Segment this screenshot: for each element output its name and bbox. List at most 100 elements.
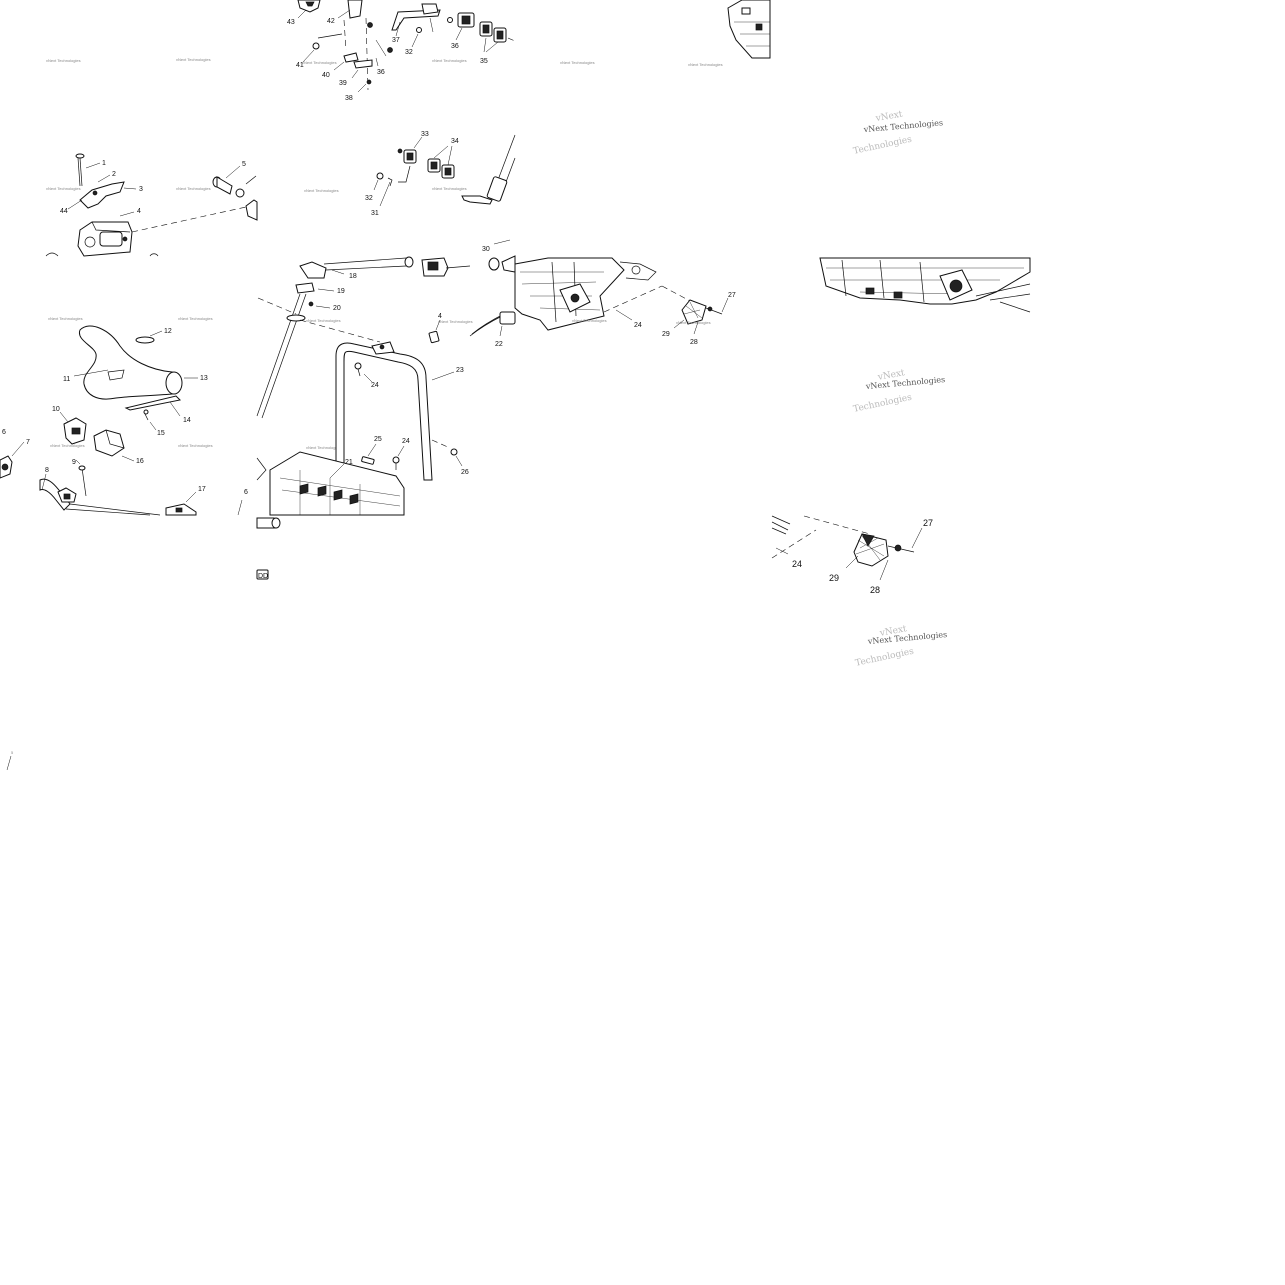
part-label: 4 <box>438 313 442 320</box>
svg-text:Technologies: Technologies <box>852 393 913 415</box>
part-label: 5 <box>242 161 246 168</box>
watermark-small: vNext Technologies <box>432 186 467 191</box>
pivot-pin-part <box>212 176 245 198</box>
part-label: 15 <box>157 430 165 437</box>
part-label: 17 <box>198 486 206 493</box>
part-label: 7 <box>26 439 30 446</box>
bushing-pair-part <box>479 21 507 43</box>
part-label: 36 <box>451 43 459 50</box>
part-label: 35 <box>480 58 488 65</box>
panel-frame-top: vNext Technologies vNext Technologies <box>560 0 771 67</box>
part-label: 28 <box>690 339 698 346</box>
steering-post-part <box>461 134 516 205</box>
brake-lever-part <box>79 181 125 209</box>
master-cylinder-part <box>77 221 133 257</box>
throttle-lever-part <box>57 487 77 503</box>
part-label: 23 <box>456 367 464 374</box>
corner-logo-text: DD <box>258 573 268 580</box>
watermark-large: vNext Technologies <box>862 118 943 134</box>
part-label: 24 <box>402 438 410 445</box>
switch-cover-part <box>93 429 125 457</box>
part-label: 36 <box>377 69 385 76</box>
part-label: 1 <box>102 160 106 167</box>
panel-handlebar: vNext Technologies vNext Technologies vN… <box>0 316 248 516</box>
chassis-frame-part <box>514 257 657 331</box>
throttle-block-part <box>421 257 471 277</box>
part-label: 39 <box>339 80 347 87</box>
part-label: 21 <box>345 459 353 466</box>
part-label: 6 <box>2 429 6 436</box>
part-label: 24 <box>792 559 802 569</box>
exhaust-cone-large-part <box>853 533 915 567</box>
part-label: 13 <box>200 375 208 382</box>
part-label: 3 <box>139 186 143 193</box>
part-label: 4 <box>137 208 141 215</box>
panel-cone-enlarged: 24 27 29 28 <box>771 515 933 595</box>
part-label: 26 <box>461 469 469 476</box>
bushing-set-part <box>403 149 455 179</box>
part-label: 38 <box>345 95 353 102</box>
part-label: 6 <box>244 489 248 496</box>
panel-steering-column: vNext Technologies vNext Technologies vN… <box>256 255 516 516</box>
part-label: 10 <box>52 406 60 413</box>
watermark-small: vNext Technologies <box>50 443 85 448</box>
bushing-part <box>447 12 475 28</box>
part-label: 37 <box>392 37 400 44</box>
part-label: 42 <box>327 18 335 25</box>
svg-text:vNext: vNext <box>874 110 904 125</box>
watermark-small: vNext Technologies <box>302 60 337 65</box>
hoop-bar-part <box>335 341 433 481</box>
part-label: 5 <box>11 750 14 755</box>
part-label: 29 <box>662 331 670 338</box>
watermark-block: vNext vNext Technologies Technologies <box>852 368 945 415</box>
part-label: 24 <box>371 382 379 389</box>
watermark-block: vNext vNext Technologies Technologies <box>854 624 947 669</box>
handlebar-pad-part <box>78 325 183 400</box>
watermark-small: vNext Technologies <box>46 58 81 63</box>
part-label: 32 <box>405 49 413 56</box>
exhaust-cone-part <box>681 299 723 325</box>
part-label: 19 <box>337 288 345 295</box>
corner-logo: DD <box>256 569 269 580</box>
stray-label-fragment: 5 <box>6 750 14 771</box>
bolt-sleeve-part <box>428 330 440 344</box>
watermark-small: vNext Technologies <box>688 62 723 67</box>
part-label: 33 <box>421 131 429 138</box>
part-label: 27 <box>923 518 933 528</box>
part-label: 44 <box>60 208 68 215</box>
watermark-small: vNext Technologies <box>178 443 213 448</box>
grip-end-part <box>165 503 197 516</box>
part-label: 43 <box>287 19 295 26</box>
watermark-small: vNext Technologies <box>178 316 213 321</box>
cable-part <box>469 311 516 337</box>
switch-housing-part <box>63 417 87 445</box>
svg-text:vNext: vNext <box>876 368 906 383</box>
part-label: 9 <box>72 459 76 466</box>
pad-strip-part <box>124 395 182 411</box>
sleeve-part <box>256 517 281 529</box>
panel-brake-lever: vNext Technologies vNext Technologies vN… <box>45 57 258 257</box>
watermark-small: vNext Technologies <box>676 320 711 325</box>
panel-frame-enlarged <box>819 257 1031 313</box>
watermark-small: vNext Technologies <box>46 186 81 191</box>
part-label: 41 <box>296 62 304 69</box>
part-label: 31 <box>371 210 379 217</box>
watermark-small: vNext Technologies <box>176 186 211 191</box>
part-label: 12 <box>164 328 172 335</box>
part-label: 32 <box>365 195 373 202</box>
part-label: 22 <box>495 341 503 348</box>
watermark-small: vNext Technologies <box>572 318 607 323</box>
svg-text:Technologies: Technologies <box>854 647 915 669</box>
watermark-small: vNext Technologies <box>306 318 341 323</box>
part-label: 34 <box>451 138 459 145</box>
chassis-frame-large-part <box>819 257 1031 313</box>
watermark-small: vNext Technologies <box>176 57 211 62</box>
part-label: 11 <box>63 376 70 383</box>
part-label: 40 <box>322 72 330 79</box>
bracket-bolt-part <box>361 456 375 465</box>
part-label: 28 <box>870 585 880 595</box>
watermark-small: vNext Technologies <box>432 58 467 63</box>
part-label: 20 <box>333 305 341 312</box>
part-label: 14 <box>183 417 191 424</box>
watermark-small: vNext Technologies <box>48 316 83 321</box>
